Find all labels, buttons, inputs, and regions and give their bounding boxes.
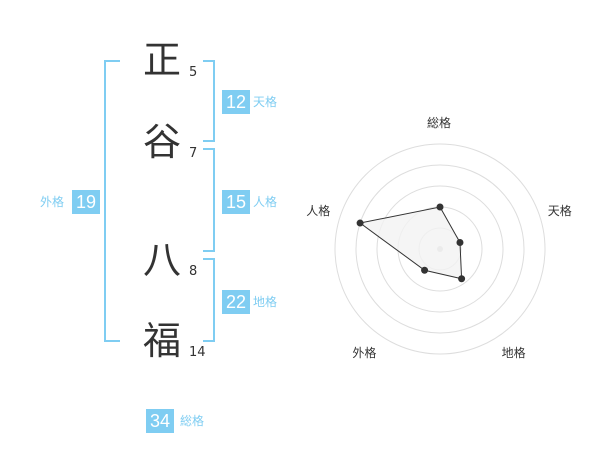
radar-point-2 [456, 239, 464, 247]
jinkaku-label: 人格 [253, 195, 278, 209]
radar-shape [356, 203, 466, 283]
stroke-count-2: 7 [189, 146, 198, 161]
gaikaku-label: 外格 [40, 195, 65, 209]
soukaku-label: 総格 [180, 414, 205, 428]
radar-axis-label-4: 外格 [352, 345, 377, 360]
chikaku-value: 22 [222, 290, 251, 314]
jinkaku-value: 15 [222, 190, 251, 214]
radar-axis-label-5: 人格 [306, 203, 331, 218]
radar-ring-4 [355, 164, 525, 334]
name-char-3: 八 [142, 238, 181, 282]
stroke-count-1: 5 [189, 65, 198, 80]
radar-polygon [358, 206, 463, 280]
tenkaku-bracket [203, 60, 215, 142]
radar-axis-label-1: 総格 [427, 116, 452, 130]
name-char-2: 谷 [142, 120, 181, 164]
stroke-count-4: 14 [189, 345, 206, 360]
soukaku-value: 34 [146, 409, 175, 433]
chikaku-label: 地格 [253, 295, 278, 309]
radar-axis-label-3: 地格 [501, 345, 526, 360]
gaikaku-bracket [104, 60, 120, 342]
stroke-count-3: 8 [189, 264, 198, 279]
gaikaku-value: 19 [72, 190, 101, 214]
tenkaku-label: 天格 [253, 95, 278, 109]
radar-point-4 [421, 266, 429, 274]
radar-point-3 [458, 275, 466, 283]
radar-point-5 [356, 219, 364, 227]
name-char-1: 正 [142, 38, 181, 82]
tenkaku-value: 12 [222, 90, 251, 114]
radar-ring-3 [376, 185, 504, 313]
radar-ring-5 [334, 143, 546, 355]
name-char-4: 福 [142, 319, 181, 363]
radar-axis-label-2: 天格 [547, 203, 572, 218]
jinkaku-bracket [203, 148, 215, 252]
chikaku-bracket [203, 258, 215, 342]
radar-point-1 [436, 203, 444, 211]
